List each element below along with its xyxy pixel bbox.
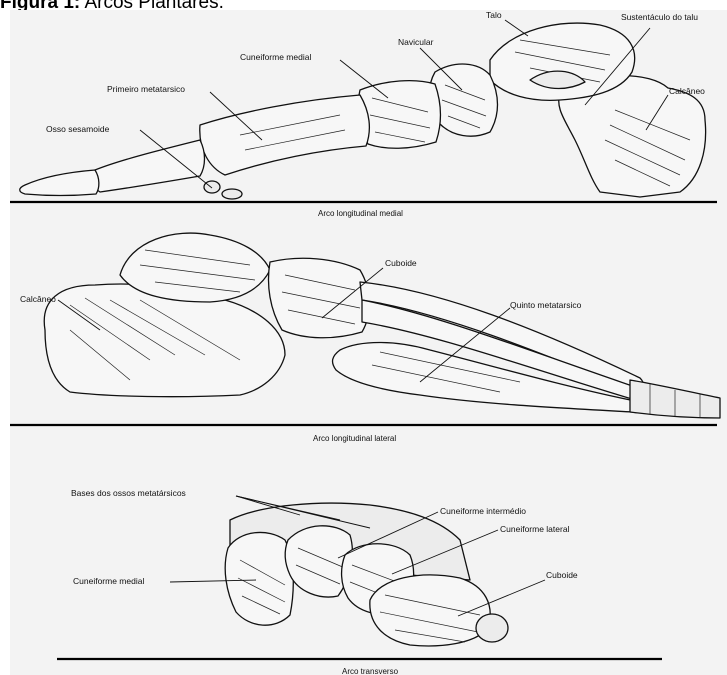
lateral-cuboid-bone xyxy=(269,258,370,337)
label-bases-dos-ossos-metatarsicos: Bases dos ossos metatársicos xyxy=(71,488,186,498)
label-cuneiforme-intermedio: Cuneiforme intermédio xyxy=(440,506,526,516)
medial-arch-panel: Talo Sustentáculo do talu Navicular Cune… xyxy=(10,10,717,218)
label-calcaneo-lateral: Calcâneo xyxy=(20,294,56,304)
caption-arco-longitudinal-lateral: Arco longitudinal lateral xyxy=(313,434,396,443)
transverse-cuneiform-intermedio-bone xyxy=(285,526,352,597)
label-cuneiforme-lateral: Cuneiforme lateral xyxy=(500,524,570,534)
sesamoid-bone xyxy=(222,189,242,199)
label-cuboide-transverse: Cuboide xyxy=(546,570,578,580)
caption-arco-longitudinal-medial: Arco longitudinal medial xyxy=(318,209,403,218)
label-navicular: Navicular xyxy=(398,37,434,47)
label-sustentaculo-do-talo: Sustentáculo do talu xyxy=(621,12,698,22)
figure-canvas: Talo Sustentáculo do talu Navicular Cune… xyxy=(10,10,727,675)
label-cuboide-lateral: Cuboide xyxy=(385,258,417,268)
label-quinto-metatarsico: Quinto metatarsico xyxy=(510,300,582,310)
lateral-talus-bone xyxy=(120,233,270,302)
proximal-phalanx-bone xyxy=(91,140,205,192)
label-calcaneo-medial: Calcâneo xyxy=(669,86,705,96)
transverse-cuneiform-medial-bone xyxy=(225,532,293,625)
anatomy-illustration: Talo Sustentáculo do talu Navicular Cune… xyxy=(10,10,727,675)
label-talo: Talo xyxy=(486,10,502,20)
distal-phalanx-bone xyxy=(20,170,99,196)
label-primeiro-metatarsico: Primeiro metatarsico xyxy=(107,84,185,94)
label-cuneiforme-medial-bottom: Cuneiforme medial xyxy=(73,576,144,586)
transverse-arch-panel: Bases dos ossos metatársicos Cuneiforme … xyxy=(57,488,662,675)
label-cuneiforme-medial-top: Cuneiforme medial xyxy=(240,52,311,62)
first-metatarsal-bone xyxy=(200,95,370,175)
caption-arco-transverso: Arco transverso xyxy=(342,667,399,675)
medial-cuneiform-bone xyxy=(358,81,440,149)
label-osso-sesamoide: Osso sesamoide xyxy=(46,124,110,134)
lateral-arch-panel: Cuboide Calcâneo Quinto metatarsico Arco… xyxy=(10,233,720,443)
lateral-calcaneus-bone xyxy=(44,284,285,397)
